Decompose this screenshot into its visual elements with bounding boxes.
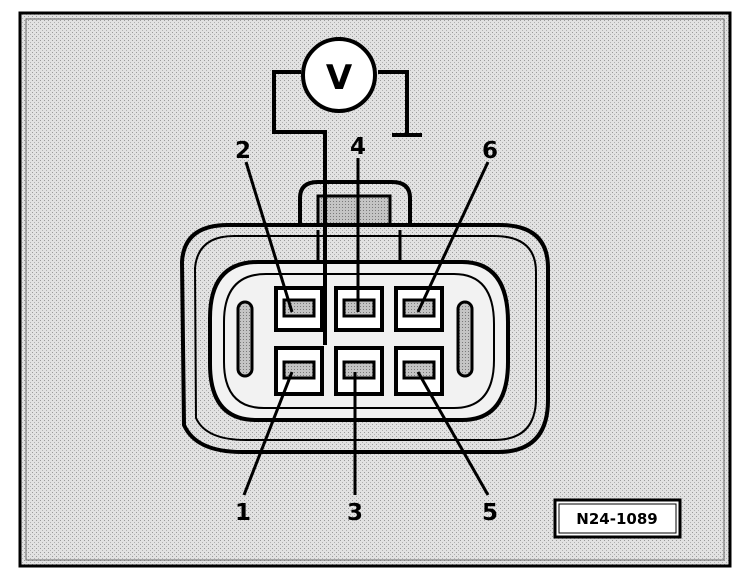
pin-1 <box>274 346 324 396</box>
reference-code: N24-1089 <box>576 510 657 528</box>
pin-label-5: 5 <box>482 500 498 526</box>
keying-rib-right <box>456 300 474 378</box>
pin-3 <box>334 346 384 396</box>
reference-code-box: N24-1089 <box>553 498 682 539</box>
leader-line-2 <box>244 161 294 313</box>
meter-lead-right <box>378 70 409 135</box>
leader-line-5 <box>416 371 490 496</box>
keying-rib-left <box>236 300 254 378</box>
pin-label-6: 6 <box>482 138 498 164</box>
pin-5 <box>394 346 444 396</box>
leader-lines <box>242 158 490 496</box>
voltmeter-icon <box>301 37 377 113</box>
terminal-pins <box>274 286 444 396</box>
voltmeter-label: V <box>326 58 353 98</box>
pin-2 <box>274 286 324 332</box>
pin-label-3: 3 <box>347 500 363 526</box>
connector-cavity-inner <box>223 273 495 409</box>
pin-label-2: 2 <box>235 138 251 164</box>
figure-inner-frame <box>25 18 725 561</box>
leader-line-6 <box>416 161 490 313</box>
pin-label-1: 1 <box>235 500 251 526</box>
connector-shell-edge <box>193 235 537 441</box>
voltmeter-circuit: V <box>272 37 422 345</box>
leader-line-1 <box>242 371 294 496</box>
pin-label-4: 4 <box>350 134 366 160</box>
